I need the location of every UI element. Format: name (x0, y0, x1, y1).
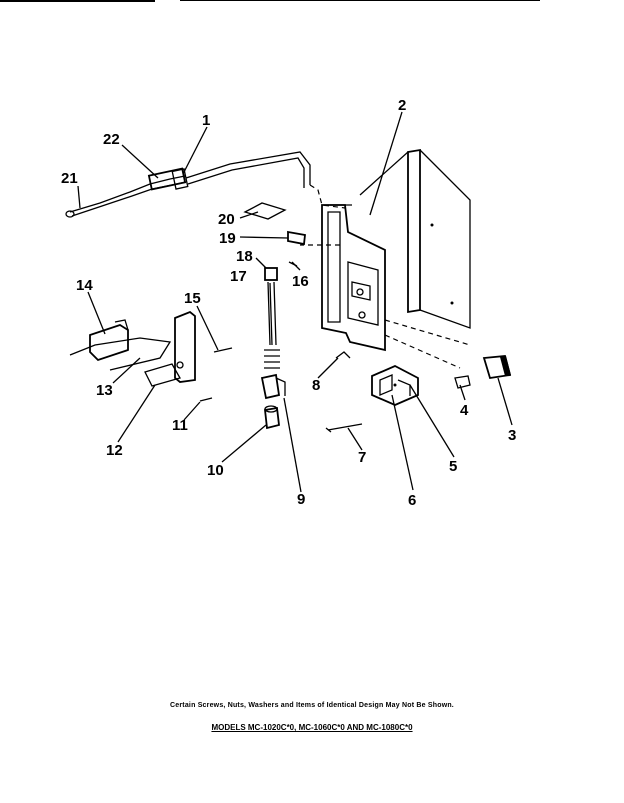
callout-20: 20 (218, 211, 235, 228)
part-20-lever (243, 202, 287, 220)
callout-12: 12 (106, 442, 123, 459)
callout-4: 4 (460, 402, 469, 419)
footnote-text: Certain Screws, Nuts, Washers and Items … (170, 702, 454, 709)
part-4-clip (454, 375, 471, 389)
part-3-cap (482, 355, 512, 380)
models-caption: MODELS MC-1020C*0, MC-1060C*0 AND MC-108… (211, 723, 413, 732)
callout-16: 16 (292, 273, 309, 290)
callout-6: 6 (408, 492, 416, 509)
callout-22: 22 (103, 131, 120, 148)
callout-21: 21 (61, 170, 78, 187)
top-edge-rule-right (180, 0, 540, 1)
leader-lines (77, 111, 513, 493)
callout-2: 2 (398, 97, 406, 114)
callout-18: 18 (236, 248, 253, 265)
callout-19: 19 (219, 230, 236, 247)
part-7-screw (325, 423, 363, 433)
top-edge-rule (0, 0, 155, 2)
plunger-assembly (260, 267, 286, 430)
callout-1: 1 (202, 112, 210, 129)
part-19-pin (287, 230, 306, 246)
callout-3: 3 (508, 427, 516, 444)
callout-11: 11 (172, 417, 188, 434)
callout-17: 17 (230, 268, 247, 285)
callout-5: 5 (449, 458, 457, 475)
callout-7: 7 (358, 449, 366, 466)
callout-10: 10 (207, 462, 224, 479)
cable-assembly (65, 151, 346, 218)
callout-9: 9 (297, 491, 305, 508)
left-switch-assembly (69, 310, 233, 402)
part-8-clip (335, 351, 351, 359)
callout-13: 13 (96, 382, 113, 399)
part-6-switch-block (371, 365, 419, 406)
callout-15: 15 (184, 290, 201, 307)
callout-8: 8 (312, 377, 320, 394)
back-panel (330, 148, 471, 329)
interlock-bracket (300, 204, 471, 369)
callout-14: 14 (76, 277, 93, 294)
